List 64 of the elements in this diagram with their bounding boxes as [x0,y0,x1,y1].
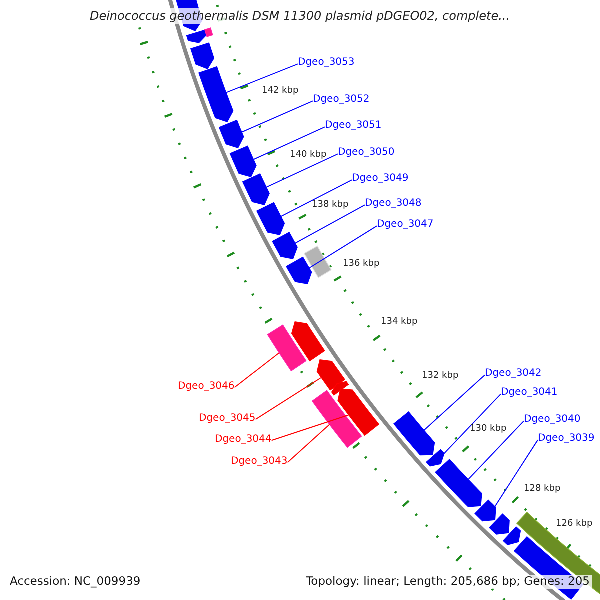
gene-label: Dgeo_3040 [524,414,581,426]
leader-line [468,420,524,480]
gene-feature [331,381,350,396]
gene-feature [198,66,234,122]
leader-line [424,374,486,432]
gene-feature [435,459,482,508]
gene-label: Dgeo_3044 [215,434,272,446]
gene-label: Dgeo_3052 [313,94,370,106]
scale-label: 136 kbp [343,259,380,270]
leader-line [280,180,352,218]
gene-feature [474,500,496,522]
scale-label: 134 kbp [381,317,418,328]
gene-label: Dgeo_3041 [501,387,558,399]
gene-feature [267,324,307,372]
footer-text: Topology: linear; Length: 205,686 bp; Genes: 205 [304,575,592,589]
gene-feature [426,449,445,467]
gene-feature [338,388,380,436]
gene-feature [312,390,362,448]
gene-label: Dgeo_3045 [199,413,256,425]
gene-label: Dgeo_3050 [338,147,395,159]
gene-label: Dgeo_3053 [298,57,355,69]
gene-label: Dgeo_3048 [365,198,422,210]
gene-feature [256,202,286,236]
gene-feature [186,30,208,44]
scale-label: 142 kbp [262,86,299,97]
leader-line [271,414,350,442]
leader-line [255,377,322,420]
gene-feature [242,173,270,206]
leader-line [294,204,366,244]
footer-text: Accession: NC_009939 [8,575,143,589]
gene-feature [272,232,298,260]
gene-label: Dgeo_3046 [178,381,235,393]
gene-label: Dgeo_3039 [538,433,595,445]
gene-feature [489,514,510,535]
leader-line [241,100,314,133]
gene-label: Dgeo_3042 [485,368,542,380]
scale-label: 128 kbp [524,484,561,495]
leader-line [494,440,538,508]
scale-label: 126 kbp [556,519,593,530]
leader-line [234,352,280,388]
gene-feature [218,120,244,148]
gene-feature [502,526,522,546]
gene-feature [204,28,214,38]
gene-label: Dgeo_3051 [325,120,382,132]
gene-label: Dgeo_3047 [377,219,434,231]
gene-feature [190,42,215,70]
gene-feature [286,256,312,284]
gene-feature [230,146,257,178]
leader-line [253,126,326,160]
gene-feature [316,360,346,391]
leader-line [308,226,378,269]
leader-line [266,154,338,188]
gene-label: Dgeo_3043 [231,456,288,468]
leader-line [287,424,330,464]
leader-line [226,64,298,94]
scale-label: 140 kbp [290,150,327,161]
leader-line [444,394,502,454]
scale-label: 130 kbp [470,424,507,435]
gene-feature [291,322,326,362]
gene-label: Dgeo_3049 [352,173,409,185]
scale-label: 132 kbp [422,371,459,382]
scale-label: 138 kbp [312,200,349,211]
gene-feature [304,246,332,278]
gene-feature [394,411,436,456]
